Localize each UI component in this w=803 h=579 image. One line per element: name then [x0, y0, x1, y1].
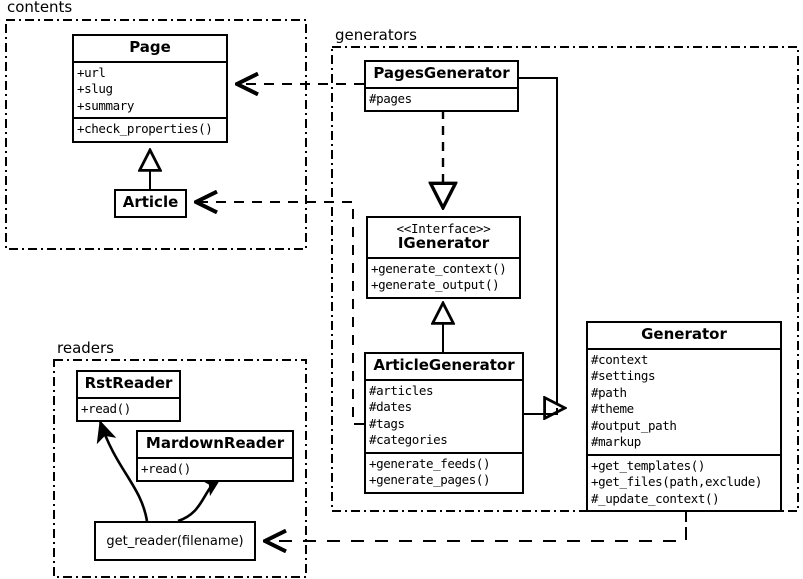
method-row: +read()	[81, 400, 131, 416]
attribute-row: #output_path	[591, 417, 677, 433]
class-title-rstreader: RstReader	[84, 374, 173, 392]
attribute-row: #settings	[591, 368, 656, 384]
method-row: +get_files(path,exclude)	[591, 474, 763, 490]
attribute-row: #path	[591, 384, 627, 400]
attribute-row: #articles	[369, 382, 434, 398]
class-title-igenerator: <<Interface>> IGenerator	[368, 218, 519, 257]
connector-getreader-to-rstreader	[96, 420, 149, 522]
attribute-row: #context	[591, 351, 649, 367]
attribute-row: +url	[77, 64, 106, 80]
class-title-generator: Generator	[641, 325, 727, 343]
package-label-readers: readers	[54, 341, 117, 356]
connector-getreader-to-mardownreader	[177, 474, 223, 523]
class-box-pagesgenerator[interactable]: PagesGenerator #pages	[364, 60, 519, 113]
class-methods-igenerator: +generate_context() +generate_output()	[368, 256, 519, 297]
connector-articlegenerator-to-article	[197, 202, 364, 425]
package-label-contents: contents	[4, 0, 76, 15]
attribute-row: #markup	[591, 434, 641, 450]
class-name-igenerator: IGenerator	[397, 234, 490, 253]
method-row: +generate_feeds()	[369, 455, 491, 471]
method-row: +generate_output()	[371, 277, 500, 293]
attribute-row: +slug	[77, 81, 113, 97]
class-box-article[interactable]: Article	[114, 189, 187, 218]
class-attributes-page: +url +slug +summary	[74, 60, 226, 118]
class-title-mardownreader: MardownReader	[145, 434, 285, 452]
connector-articlegenerator-to-generator	[524, 408, 558, 415]
attribute-row: #tags	[369, 415, 405, 431]
class-title-articlegenerator: ArticleGenerator	[373, 356, 515, 374]
method-row: +check_properties()	[77, 121, 213, 137]
method-row: #_update_context()	[591, 490, 720, 506]
class-box-rstreader[interactable]: RstReader +read()	[76, 370, 181, 423]
package-frame-readers	[53, 359, 307, 578]
class-title-pagesgenerator: PagesGenerator	[373, 64, 510, 82]
function-box-get-reader[interactable]: get_reader(filename)	[94, 521, 256, 561]
class-box-igenerator[interactable]: <<Interface>> IGenerator +generate_conte…	[366, 216, 521, 299]
connector-pagesgenerator-to-generator	[519, 77, 566, 408]
function-label-get-reader: get_reader(filename)	[106, 533, 244, 549]
method-row: +generate_context()	[371, 260, 507, 276]
attribute-row: #categories	[369, 432, 448, 448]
class-title-article: Article	[122, 193, 179, 211]
class-methods-mardownreader: +read()	[138, 456, 292, 481]
method-row: +get_templates()	[591, 457, 706, 473]
class-methods-articlegenerator: +generate_feeds() +generate_pages()	[366, 451, 522, 492]
class-box-generator[interactable]: Generator #context #settings #path #them…	[586, 321, 782, 513]
class-methods-page: +check_properties()	[74, 117, 226, 141]
class-box-articlegenerator[interactable]: ArticleGenerator #articles #dates #tags …	[364, 352, 524, 494]
attribute-row: +summary	[77, 97, 135, 113]
class-attributes-pagesgenerator: #pages	[366, 86, 517, 111]
class-box-page[interactable]: Page +url +slug +summary +check_properti…	[72, 34, 228, 143]
class-title-page: Page	[129, 38, 171, 56]
attribute-row: #pages	[369, 90, 412, 106]
package-frame-generators	[331, 46, 799, 512]
class-attributes-articlegenerator: #articles #dates #tags #categories	[366, 378, 522, 452]
attribute-row: #dates	[369, 399, 412, 415]
attribute-row: #theme	[591, 401, 634, 417]
method-row: +generate_pages()	[369, 472, 491, 488]
class-methods-generator: +get_templates() +get_files(path,exclude…	[588, 453, 780, 511]
class-attributes-generator: #context #settings #path #theme #output_…	[588, 347, 780, 454]
class-stereotype-igenerator: <<Interface>>	[396, 221, 491, 236]
method-row: +read()	[141, 460, 191, 476]
class-box-mardownreader[interactable]: MardownReader +read()	[136, 430, 294, 483]
package-label-generators: generators	[332, 28, 420, 43]
class-methods-rstreader: +read()	[78, 396, 179, 421]
